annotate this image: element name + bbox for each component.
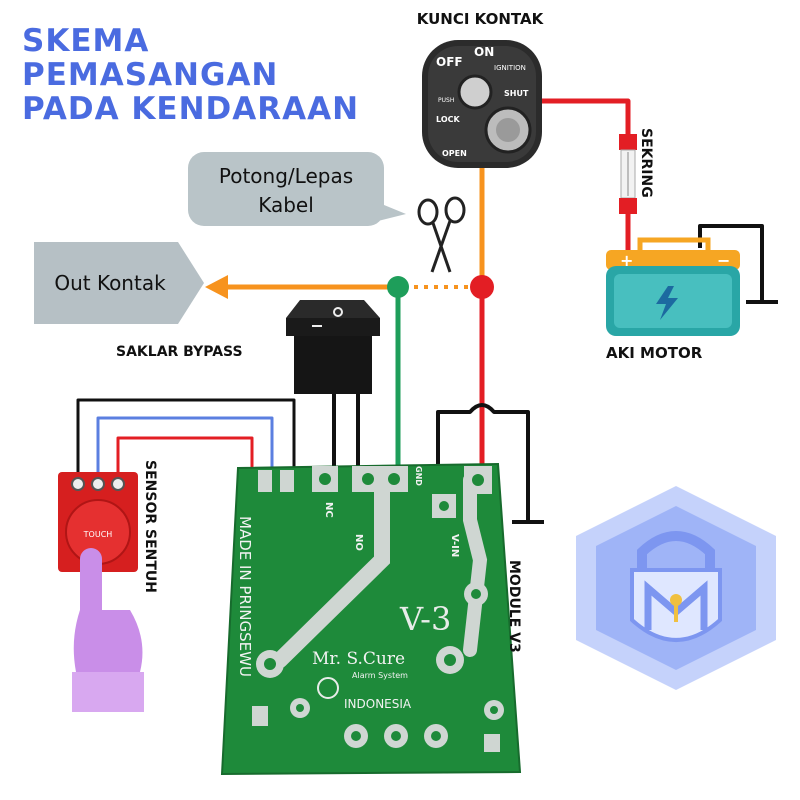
out-arrow-head bbox=[205, 275, 228, 299]
module-label: MODULE V3 bbox=[506, 560, 522, 653]
cut-note-line-2: Kabel bbox=[258, 193, 314, 217]
ignition-ignition-text: IGNITION bbox=[494, 64, 526, 72]
touch-sensor-icon bbox=[58, 472, 138, 572]
board-nc-text: NC bbox=[323, 502, 334, 518]
board-gnd-text: GND bbox=[414, 466, 423, 486]
ignition-label: KUNCI KONTAK bbox=[417, 10, 545, 28]
battery-label: AKI MOTOR bbox=[606, 344, 703, 362]
board-country-text: INDONESIA bbox=[344, 697, 412, 711]
ignition-open-text: OPEN bbox=[442, 149, 467, 158]
wire-module-ground bbox=[436, 403, 530, 520]
cut-note-line-1: Potong/Lepas bbox=[219, 164, 353, 188]
title-line-2: PEMASANGAN bbox=[22, 57, 279, 93]
wire-sensor-vcc bbox=[116, 436, 254, 478]
wire-ignition-to-fuse bbox=[542, 98, 631, 270]
junction-red bbox=[470, 275, 494, 299]
ignition-off-text: OFF bbox=[436, 55, 463, 69]
board-made-in-text: MADE IN PRINGSEWU bbox=[236, 516, 254, 677]
wire-sensor-gnd bbox=[76, 398, 296, 478]
wires bbox=[76, 98, 778, 524]
finger-icon bbox=[72, 548, 144, 712]
board-brand-text: Mr. S.Cure bbox=[312, 649, 405, 669]
rocker-switch-icon bbox=[286, 300, 380, 394]
ignition-lock-text: LOCK bbox=[436, 115, 460, 124]
title-line-3: PADA KENDARAAN bbox=[22, 91, 360, 127]
board-no-text: NO bbox=[353, 534, 364, 551]
bypass-label: SAKLAR BYPASS bbox=[116, 344, 243, 360]
svg-text:−: − bbox=[717, 251, 730, 270]
lock-shield-logo bbox=[576, 486, 776, 690]
board-version-text: V-3 bbox=[399, 600, 451, 638]
scissors-icon bbox=[417, 196, 466, 273]
out-kontak-label: Out Kontak bbox=[54, 271, 166, 295]
ignition-on-text: ON bbox=[474, 45, 494, 59]
fuse-label: SEKRING bbox=[638, 128, 654, 198]
ignition-shut-text: SHUT bbox=[504, 89, 529, 98]
title-line-1: SKEMA bbox=[22, 23, 150, 59]
board-brand-sub-text: Alarm System bbox=[352, 671, 408, 680]
svg-text:+: + bbox=[620, 251, 633, 270]
battery-icon: + − bbox=[606, 237, 740, 336]
junction-green bbox=[387, 276, 409, 298]
cut-note-bubble bbox=[188, 152, 406, 226]
board-vin-text: V-IN bbox=[449, 534, 460, 557]
sensor-label: SENSOR SENTUH bbox=[142, 460, 158, 593]
wire-sensor-signal bbox=[96, 416, 274, 478]
out-kontak-banner bbox=[34, 242, 204, 324]
module-pcb bbox=[220, 462, 522, 776]
sensor-touch-text: TOUCH bbox=[83, 530, 113, 539]
fuse-icon bbox=[619, 134, 637, 214]
ignition-switch-icon bbox=[422, 40, 542, 168]
ignition-push-text: PUSH bbox=[438, 97, 454, 104]
wire-battery-ground bbox=[698, 224, 764, 302]
